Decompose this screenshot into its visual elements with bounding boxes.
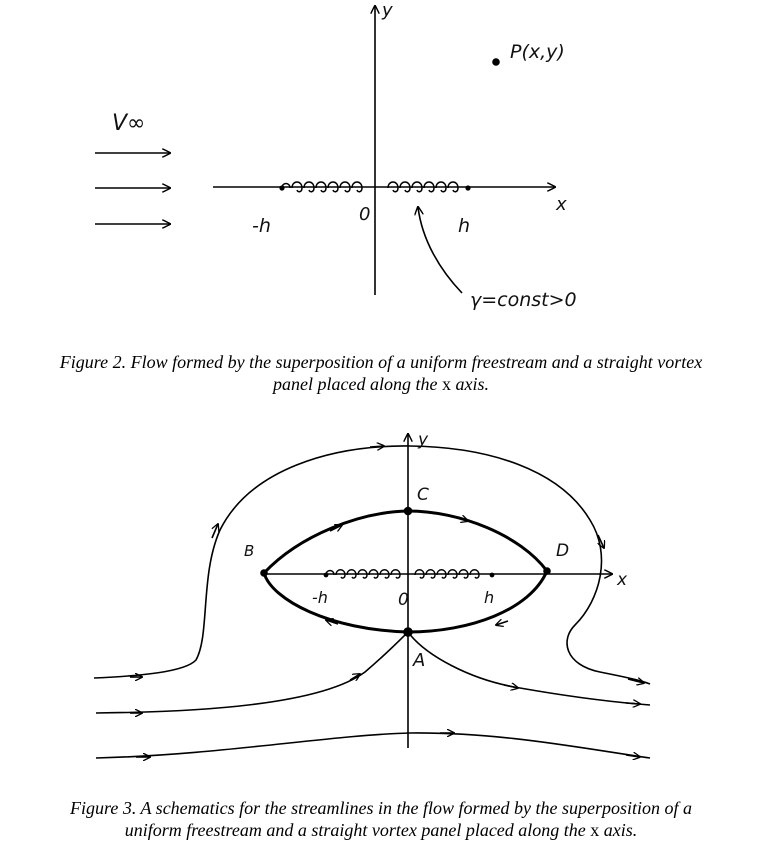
fig3-point-c-label: C [417, 485, 429, 505]
fig3-panel-end-right [489, 572, 495, 578]
fig3-outer-streamline [93, 445, 651, 685]
fig3-div-arrow-end [625, 703, 640, 704]
figure-3-caption-line-2-start: uniform freestream and a straight vortex… [124, 820, 586, 840]
fig2-point-p-dot [492, 58, 500, 66]
fig3-origin-label: 0 [398, 590, 409, 610]
fig2-freestream-label: V∞ [112, 111, 145, 136]
fig3-dividing-streamline-right [407, 631, 651, 706]
figure-3-caption: Figure 3. A schematics for the streamlin… [0, 797, 762, 841]
fig3-left-end-label: -h [312, 588, 328, 607]
fig3-point-d-label: D [556, 541, 569, 561]
figure-2-caption-line-2: panel placed along the x axis. [0, 373, 762, 395]
fig3-oval-arrow-1 [329, 525, 342, 531]
fig3-dividing-streamline-left [95, 631, 409, 714]
figure-2 [95, 6, 555, 295]
figure-3-caption-line-2: uniform freestream and a straight vortex… [0, 819, 762, 841]
fig3-right-end-label: h [484, 588, 494, 607]
fig2-x-label: x [555, 194, 567, 215]
fig3-panel-end-left [323, 572, 329, 578]
figure-2-caption-line-2-end: axis. [455, 374, 489, 394]
fig3-oval-arrow-2 [455, 517, 468, 521]
fig3-outer-arrow-right [627, 679, 644, 683]
fig2-origin-label: 0 [359, 204, 370, 225]
figure-3 [93, 434, 651, 759]
figure-3-caption-variable: x [590, 820, 600, 840]
fig3-lower-streamline [95, 732, 651, 759]
fig3-x-label: x [616, 570, 628, 590]
fig2-panel-end-left [279, 185, 285, 191]
fig3-outer-arrow-top [369, 446, 384, 447]
fig3-closed-streamline-upper [262, 509, 549, 575]
fig3-oval-arrow-4 [326, 620, 339, 624]
fig3-point-c-dot [403, 506, 413, 516]
fig3-point-b-dot [260, 569, 268, 577]
figure-2-caption-line-2-start: panel placed along the [273, 374, 438, 394]
fig2-vortex-panel [281, 181, 459, 193]
figure-3-caption-line-2-end: axis. [603, 820, 638, 840]
fig3-vortex-panel [325, 569, 480, 579]
figure-2-caption-variable: x [441, 374, 451, 394]
fig3-oval-arrow-3 [496, 621, 509, 625]
fig3-outer-arrow-down [597, 534, 604, 548]
fig2-left-end-label: -h [252, 215, 271, 237]
fig3-y-label: y [417, 430, 429, 450]
fig3-div-arrow-mid [349, 674, 360, 680]
figure-3-caption-line-1: Figure 3. A schematics for the streamlin… [70, 798, 692, 818]
fig3-point-a-label: A [412, 650, 425, 671]
fig3-point-d-dot [543, 567, 551, 575]
fig2-panel-end-right [465, 185, 471, 191]
fig3-low-arrow-right [625, 755, 640, 757]
fig2-y-label: y [381, 0, 393, 21]
fig2-right-end-label: h [458, 215, 470, 237]
fig2-gamma-label: γ=const>0 [470, 289, 577, 311]
fig2-gamma-pointer [418, 207, 463, 294]
figure-2-caption-line-1: Figure 2. Flow formed by the superpositi… [59, 352, 703, 372]
fig3-div-arrow-right [503, 685, 518, 688]
figure-2-caption: Figure 2. Flow formed by the superpositi… [0, 351, 762, 395]
fig3-outer-arrow-up [211, 524, 218, 539]
fig2-point-p-label: P(x,y) [510, 41, 565, 63]
fig3-point-b-label: B [244, 542, 254, 560]
